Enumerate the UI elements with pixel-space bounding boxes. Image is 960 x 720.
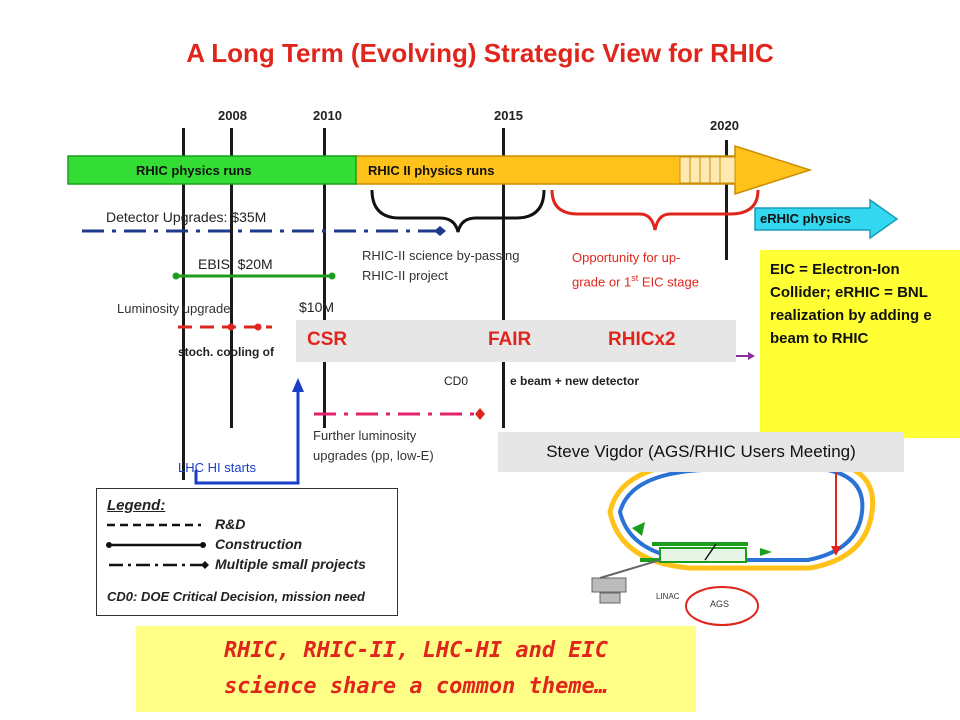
lhc-hi-label: LHC HI starts	[178, 460, 257, 475]
legend-rd: R&D	[215, 516, 246, 532]
opportunity-brace	[550, 189, 760, 231]
conclusion-line-2: science share a common theme…	[223, 674, 609, 699]
ebis-label: EBIS: $20M	[198, 256, 273, 272]
conclusion-banner: RHIC, RHIC-II, LHC-HI and EIC science sh…	[136, 626, 696, 712]
detector-upgrades-end	[434, 226, 446, 236]
ten-million-label: $10M	[299, 299, 335, 315]
fair-label: FAIR	[488, 329, 532, 350]
year-label-2010: 2010	[313, 108, 342, 123]
legend-swatches	[106, 523, 209, 569]
cd0-label: CD0	[444, 374, 469, 388]
year-line-2015	[502, 128, 505, 428]
opportunity-annotation: Opportunity for up- grade or 1st EIC sta…	[572, 250, 699, 290]
detector-upgrades-label: Detector Upgrades: $35M	[106, 209, 267, 225]
eic-definition-note: EIC = Electron-Ion Collider; eRHIC = BNL…	[760, 250, 960, 438]
ags-label: AGS	[710, 599, 730, 609]
legend-construction: Construction	[215, 536, 303, 552]
luminosity-upgrade-label: Luminosity upgrade:	[117, 301, 235, 316]
legend-multiple: Multiple small projects	[215, 556, 366, 572]
ebeam-detector-label: e beam + new detector	[510, 374, 640, 388]
legend-title: Legend:	[107, 497, 166, 514]
year-line-2020	[725, 140, 728, 260]
rhic2-runs-label: RHIC II physics runs	[368, 163, 495, 178]
year-line-2008	[230, 128, 233, 428]
linac-label: LINAC	[656, 592, 680, 601]
rhic-runs-label: RHIC physics runs	[136, 163, 252, 178]
year-label-2015: 2015	[494, 108, 523, 123]
legend-box: Legend: R&D Construction Multiple small …	[96, 488, 398, 616]
rhic2-hatched-segment	[679, 156, 736, 184]
year-label-2020: 2020	[710, 118, 739, 133]
year-label-2008: 2008	[218, 108, 247, 123]
csr-label: CSR	[307, 329, 348, 350]
erhic-arrow	[754, 198, 899, 240]
further-luminosity-annotation: Further luminosity upgrades (pp, low-E)	[313, 428, 434, 463]
slide-title: A Long Term (Evolving) Strategic View fo…	[186, 38, 774, 68]
bypass-annotation: RHIC-II science by-passing RHIC-II proje…	[362, 248, 520, 283]
stoch-cooling-label: stoch. cooling of	[178, 345, 274, 359]
legend-cd0: CD0: DOE Critical Decision, mission need	[107, 589, 365, 604]
speaker-credit: Steve Vigdor (AGS/RHIC Users Meeting)	[498, 432, 904, 472]
accelerator-schematic	[591, 459, 902, 626]
bypass-brace	[370, 189, 546, 233]
year-line-2010	[323, 128, 326, 428]
erhic-physics-label: eRHIC physics	[760, 211, 852, 226]
lhc-hi-bracket	[194, 390, 300, 485]
conclusion-line-1: RHIC, RHIC-II, LHC-HI and EIC	[223, 638, 609, 663]
rhicx2-label: RHICx2	[608, 329, 676, 350]
facility-band: CSR FAIR RHICx2	[296, 320, 736, 362]
year-line-2007	[182, 128, 185, 480]
rhic-runs-bar	[67, 155, 357, 185]
